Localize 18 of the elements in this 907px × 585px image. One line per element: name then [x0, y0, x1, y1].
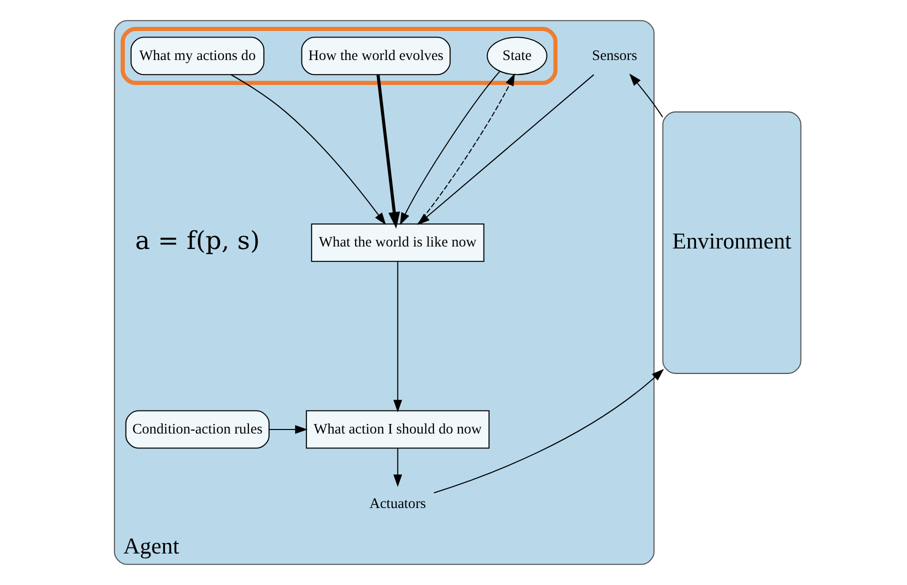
- node-box: How the world evolves: [301, 36, 451, 76]
- node-box: What the world is like now: [311, 224, 484, 262]
- node-box: What action I should do now: [306, 410, 490, 449]
- arrow: [393, 261, 402, 412]
- node-box: What my actions do: [130, 36, 264, 76]
- node-box: Condition-action rules: [125, 410, 270, 449]
- label: a = f(p, s): [135, 226, 260, 256]
- node-text: Actuators: [370, 496, 426, 512]
- node-text: Sensors: [592, 48, 638, 64]
- arrow: [269, 425, 308, 434]
- arrow: [230, 74, 386, 226]
- arrow: [376, 74, 400, 229]
- arrow: [393, 448, 402, 487]
- arrow: [629, 73, 664, 118]
- node-ellipse: State: [486, 36, 548, 76]
- cluster: [120, 26, 558, 85]
- node-box: Environment: [662, 111, 802, 374]
- arrow: [434, 368, 664, 494]
